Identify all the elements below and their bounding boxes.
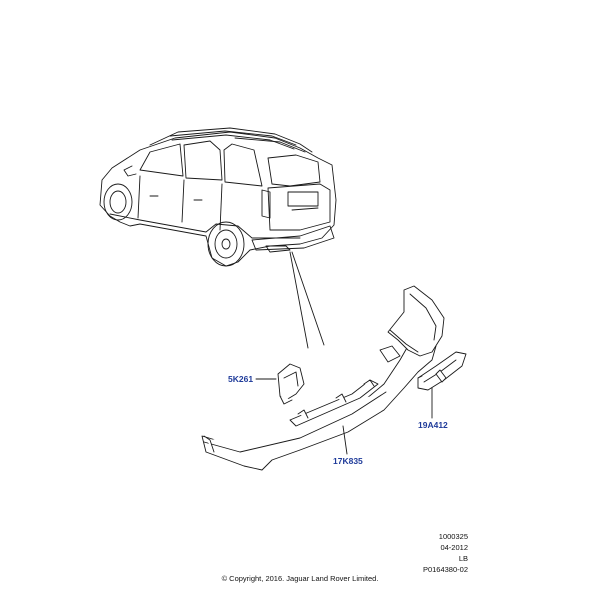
trim-cover-part: [417, 351, 467, 391]
illustration-date: 04-2012: [440, 543, 468, 552]
illustration-variant: LB: [458, 554, 468, 563]
corner-cover-part: [387, 285, 445, 357]
leader-line: [291, 251, 325, 346]
illustration-id: 1000325: [438, 532, 468, 541]
callout-17k835[interactable]: 17K835: [333, 456, 363, 466]
callout-19a412[interactable]: 19A412: [418, 420, 448, 430]
leader-line: [289, 251, 309, 349]
callout-leader-17k835: [342, 425, 348, 455]
copyright-notice: © Copyright, 2016. Jaguar Land Rover Lim…: [221, 574, 379, 583]
vehicle-illustration: [99, 127, 337, 267]
bracket-part: [277, 363, 305, 405]
callout-5k261[interactable]: 5K261: [228, 374, 254, 384]
bumper-cover-part: [201, 339, 437, 471]
illustration-part-ref: P0164380-02: [422, 565, 468, 574]
